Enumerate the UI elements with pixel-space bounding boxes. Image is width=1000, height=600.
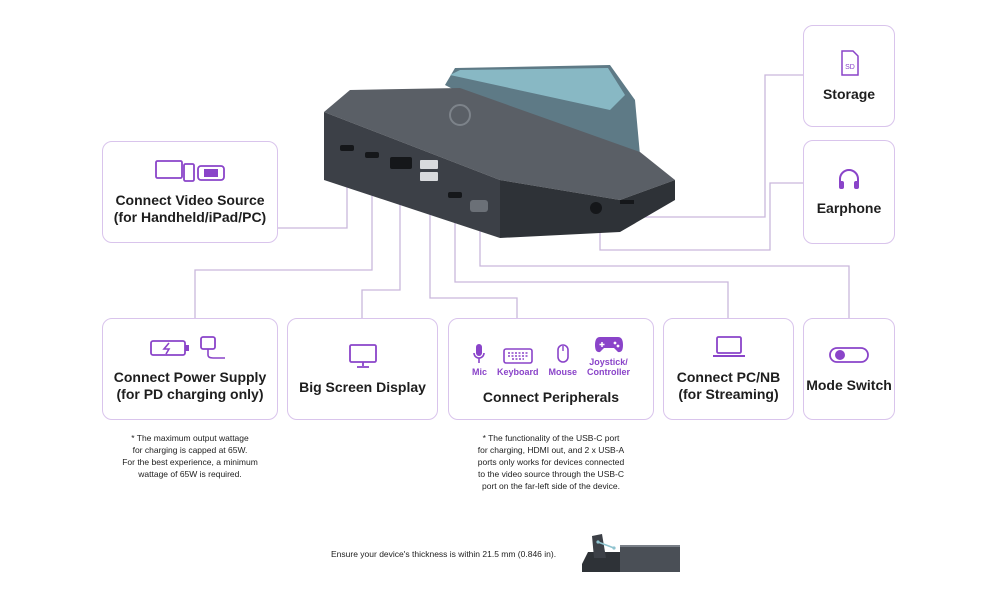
peripherals-note-line: to the video source through the USB-C	[478, 469, 624, 479]
devices-icon	[155, 160, 225, 182]
docking-station-image	[324, 65, 675, 238]
earphone-title: Earphone	[816, 199, 882, 216]
power-note-line: * The maximum output wattage	[131, 433, 249, 443]
storage-title: Storage	[822, 85, 876, 102]
line-video-source	[278, 172, 348, 229]
pc-subtitle: (for Streaming)	[678, 386, 779, 402]
thickness-note: Ensure your device's thickness is within…	[331, 549, 557, 559]
video-source-card: Connect Video Source (for Handheld/iPad/…	[102, 141, 278, 243]
peripherals-note-line: * The functionality of the USB-C port	[482, 433, 620, 443]
peripheral-joystick: Joystick/ Controller	[587, 333, 630, 377]
peripherals-title: Connect Peripherals	[482, 388, 620, 405]
power-note-line: wattage of 65W is required.	[138, 469, 242, 479]
peripheral-mic-label: Mic	[471, 366, 487, 377]
peripheral-joystick-label: Joystick/	[589, 356, 628, 367]
power-supply-title: Connect Power Supply	[113, 369, 267, 385]
gamepad-icon	[594, 336, 623, 352]
mic-icon	[473, 343, 486, 363]
peripheral-mouse: Mouse	[548, 343, 578, 377]
thickness-illustration	[582, 534, 680, 572]
pc-card: Connect PC/NB (for Streaming)	[663, 318, 794, 420]
keyboard-icon	[502, 347, 533, 364]
peripheral-mouse-label: Mouse	[548, 366, 578, 377]
sd-card-icon: SD	[841, 49, 859, 76]
power-adapter-icon	[150, 336, 225, 359]
line-mode	[479, 215, 850, 318]
peripherals-note-line: port on the far-left side of the device.	[482, 481, 620, 491]
power-note: * The maximum output wattage for chargin…	[100, 432, 280, 480]
toggle-switch-icon	[829, 346, 869, 363]
line-display	[361, 190, 401, 318]
power-note-line: for charging is capped at 65W.	[132, 445, 248, 455]
peripherals-note: * The functionality of the USB-C port fo…	[455, 432, 647, 492]
power-note-line: For the best experience, a minimum	[122, 457, 258, 467]
mode-switch-title: Mode Switch	[806, 376, 892, 393]
earphone-card: Earphone	[803, 140, 895, 244]
power-supply-card: Connect Power Supply (for PD charging on…	[102, 318, 278, 420]
peripherals-icon-row: Mic Keyboard Mouse Joystick/ C	[472, 333, 630, 377]
line-earphone	[599, 182, 803, 251]
headphones-icon	[839, 168, 859, 189]
mode-switch-card: Mode Switch	[803, 318, 895, 420]
peripheral-keyboard: Keyboard	[497, 345, 539, 377]
video-source-subtitle: (for Handheld/iPad/PC)	[113, 209, 267, 225]
mouse-icon	[556, 343, 569, 363]
peripherals-card: Mic Keyboard Mouse Joystick/ C	[448, 318, 654, 420]
line-power	[194, 182, 373, 318]
storage-card: SD Storage	[803, 25, 895, 127]
line-peripherals	[429, 200, 518, 318]
big-screen-card: Big Screen Display	[287, 318, 438, 420]
line-pc	[454, 205, 729, 318]
laptop-icon	[712, 336, 745, 357]
peripheral-joystick-label2: Controller	[587, 366, 631, 377]
monitor-icon	[348, 343, 377, 368]
peripherals-note-line: ports only works for devices connected	[477, 457, 625, 467]
big-screen-title: Big Screen Display	[299, 378, 426, 395]
peripheral-keyboard-label: Keyboard	[496, 366, 539, 377]
peripherals-note-line: for charging, HDMI out, and 2 x USB-A	[477, 445, 625, 455]
power-supply-subtitle: (for PD charging only)	[116, 386, 264, 402]
pc-title: Connect PC/NB	[676, 369, 781, 385]
peripheral-mic: Mic	[472, 343, 487, 377]
video-source-title: Connect Video Source	[115, 192, 265, 208]
sd-badge: SD	[845, 64, 855, 71]
